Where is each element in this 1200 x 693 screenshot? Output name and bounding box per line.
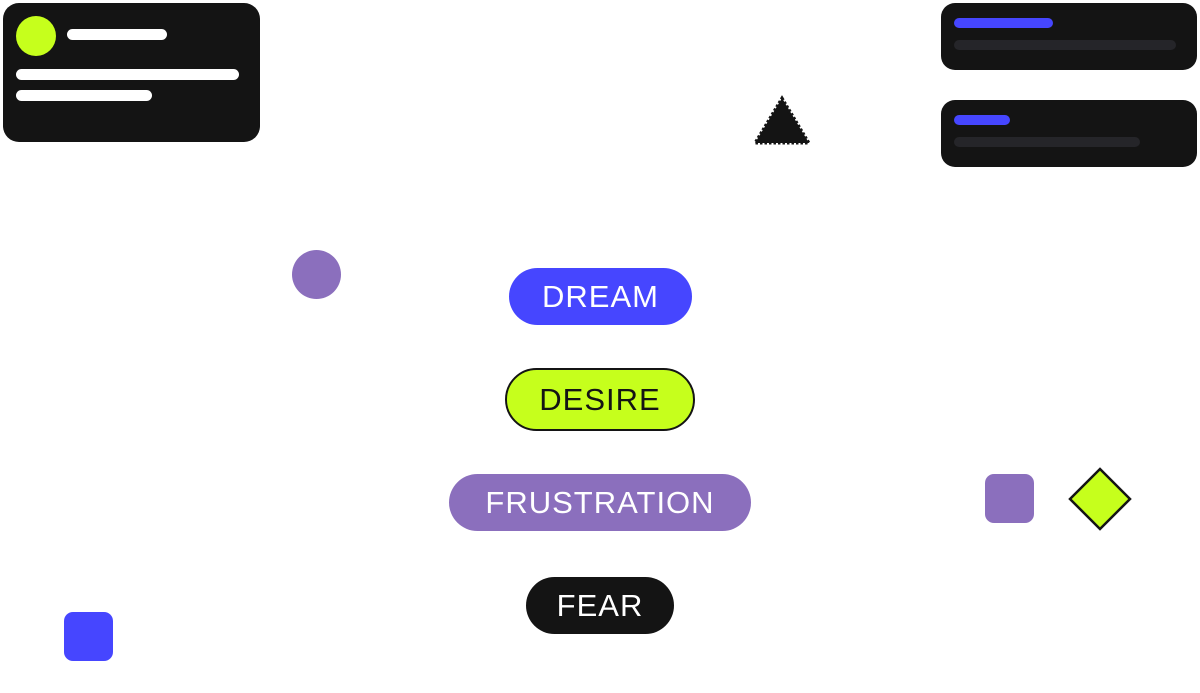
progress-label-bar	[954, 18, 1053, 28]
avatar	[16, 16, 56, 56]
dotted-triangle-icon	[752, 95, 812, 145]
progress-track	[954, 137, 1140, 147]
purple-square	[985, 474, 1034, 523]
card-text-line-2	[16, 90, 152, 101]
blue-square	[64, 612, 113, 661]
progress-card-top	[941, 3, 1197, 70]
profile-card	[3, 3, 260, 142]
desire-pill[interactable]: DESIRE	[505, 368, 695, 431]
card-text-line-1	[16, 69, 239, 80]
fear-pill[interactable]: FEAR	[526, 577, 674, 634]
dream-pill[interactable]: DREAM	[509, 268, 692, 325]
diamond-icon	[1068, 467, 1132, 531]
progress-card-bottom	[941, 100, 1197, 167]
progress-label-bar	[954, 115, 1010, 125]
frustration-pill[interactable]: FRUSTRATION	[449, 474, 751, 531]
card-title-placeholder	[67, 29, 167, 40]
progress-track	[954, 40, 1176, 50]
purple-circle	[292, 250, 341, 299]
